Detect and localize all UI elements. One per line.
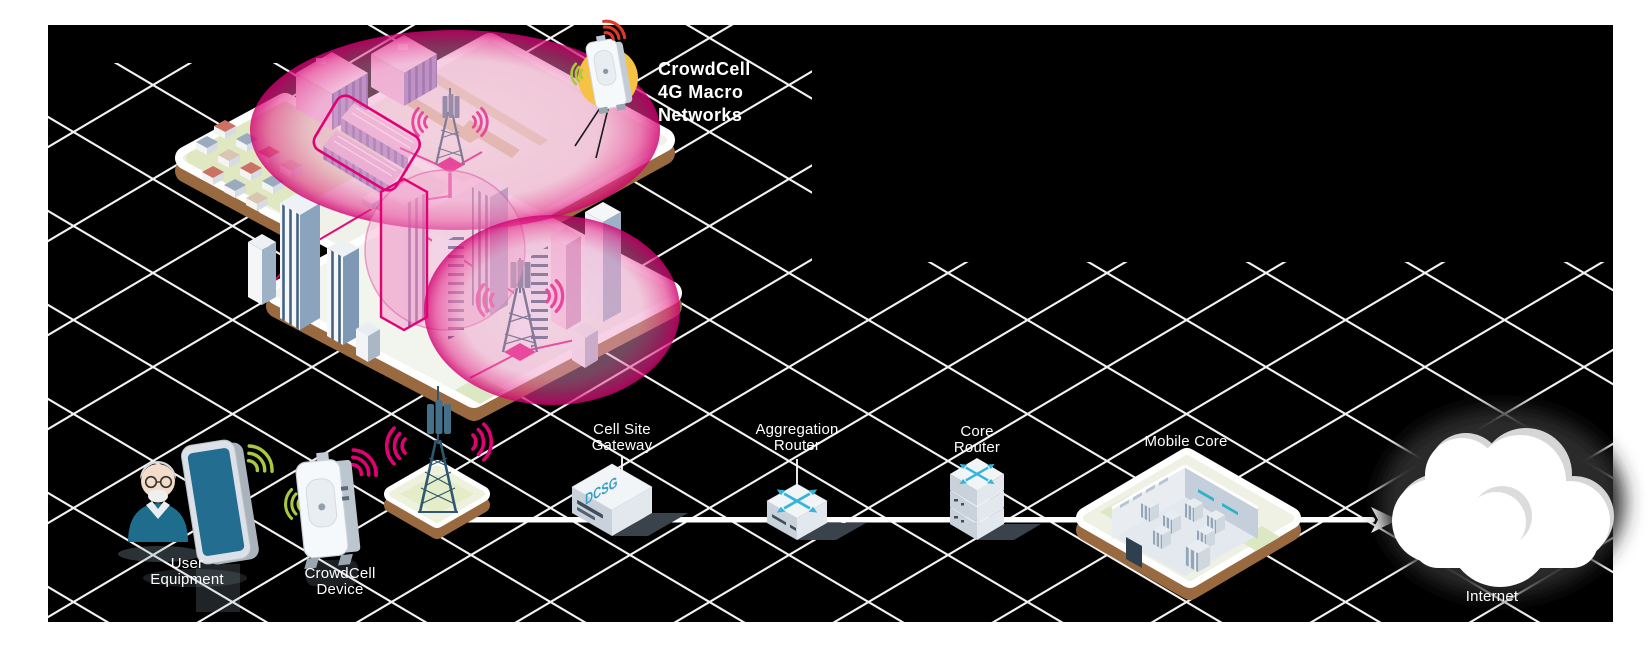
label-internet: Internet [1465,588,1519,605]
label-user-equipment: User Equipment [150,555,224,588]
person-head [141,464,175,498]
tower-highlight-outline [379,177,429,332]
label-cell-site-gateway: Cell Site Gateway [591,421,653,454]
internet-cloud [1380,408,1624,596]
label-mobile-core: Mobile Core [1144,433,1228,450]
label-core-router: Core Router [953,423,1001,456]
coverage-areas [250,30,680,405]
complex-highlight-outline [312,94,422,192]
city-illustration [175,15,682,421]
core-router-box [950,458,1041,540]
aggregation-router-box [766,483,866,540]
grid-gap-2 [48,25,338,63]
callout-lines [574,107,609,159]
backhaul-chain: DCSG [118,386,1624,612]
crowdcell-device-figure [284,443,384,586]
crowdcell-badge [570,15,638,159]
grid-gap [812,25,1613,262]
crowdcell-badge-device-icon [585,34,633,115]
person-body [128,503,188,542]
cell-tower [384,386,494,539]
label-aggregation-router: Aggregation Router [755,421,839,454]
dcsg-box: DCSG [571,463,688,536]
mobile-core-figure [1076,448,1301,600]
user-equipment-figure [118,439,279,612]
smartphone [181,439,259,565]
label-crowdcell-device: CrowdCell Device [304,565,376,598]
callout-crowdcell-4g-macro-networks: CrowdCell 4G Macro Networks [658,59,751,125]
